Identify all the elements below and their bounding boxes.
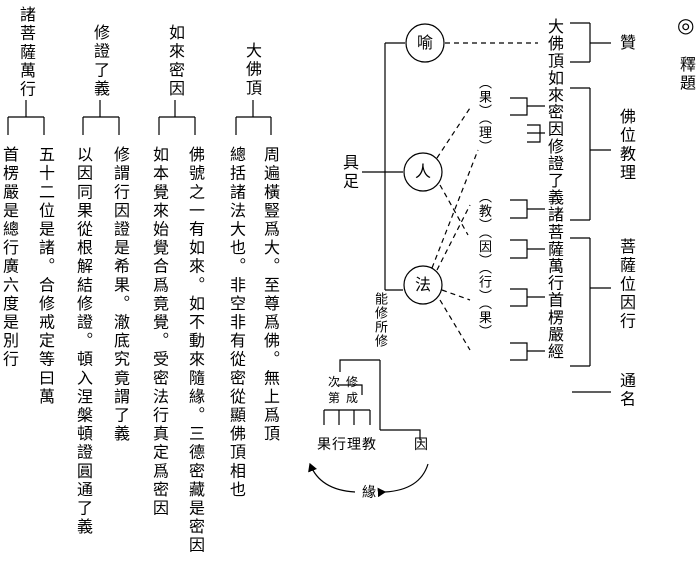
label-zan: 贊	[617, 34, 636, 53]
label-li: 理	[347, 437, 361, 453]
text-column-3: 佛號之一有如來。如不動來隨緣。三德密藏是密因	[186, 146, 205, 556]
label-ci: 次	[328, 375, 341, 389]
annotation-column-upper: （果）（理）	[476, 76, 491, 154]
label-yin: 因	[414, 437, 428, 453]
bullseye-icon: ◎	[677, 13, 695, 37]
label-bodhisattva-practice: 菩薩位因行	[617, 238, 636, 331]
label-buddha-teaching: 佛位教理	[617, 108, 636, 183]
label-jiao: 教	[362, 437, 376, 453]
annotation-column-lower: （教）（因）（行）（果）	[476, 190, 491, 339]
label-yuan: 緣	[362, 485, 376, 501]
text-column-1: 周遍橫豎爲大。至尊爲佛。無上爲頂	[261, 146, 280, 444]
label-juzu: 具足	[340, 154, 359, 192]
label-common-name: 通名	[617, 372, 636, 410]
label-di: 第	[328, 391, 341, 405]
text-column-6: 以因同果從根解結修證。頓入涅槃頓證圓通了義	[74, 146, 93, 537]
heading-dafoding: 大佛頂	[243, 42, 262, 98]
circle-ren: 人	[414, 162, 431, 181]
label-xiu: 修	[346, 375, 359, 389]
label-guo: 果	[317, 437, 331, 453]
label-xing: 行	[332, 437, 346, 453]
text-column-5: 修謂行因證是希果。澈底究竟謂了義	[111, 146, 130, 444]
text-column-7: 五十二位是諸。合修戒定等曰萬	[36, 146, 55, 407]
text-column-2: 總括諸法大也。非空非有從密從顯佛頂相也	[227, 146, 246, 500]
label-nengxiu: 能修所修	[372, 292, 387, 348]
section-title: 釋題	[677, 56, 696, 94]
heading-zhupusawanxing: 諸菩薩萬行	[17, 6, 36, 99]
circle-yu: 喻	[416, 33, 433, 52]
heading-xiuzhengliaoyi: 修證了義	[91, 24, 110, 99]
heading-rulaimiyin: 如來密因	[166, 24, 185, 99]
text-column-8: 首楞嚴是總行廣六度是別行	[0, 146, 19, 370]
label-cheng: 成	[346, 391, 359, 405]
circle-fa: 法	[414, 275, 431, 294]
text-column-4: 如本覺來始覺合爲竟覺。受密法行真定爲密因	[150, 146, 169, 518]
sutra-title-column: 大佛頂如來密因修證了義諸菩薩萬行首楞嚴經	[545, 18, 564, 360]
